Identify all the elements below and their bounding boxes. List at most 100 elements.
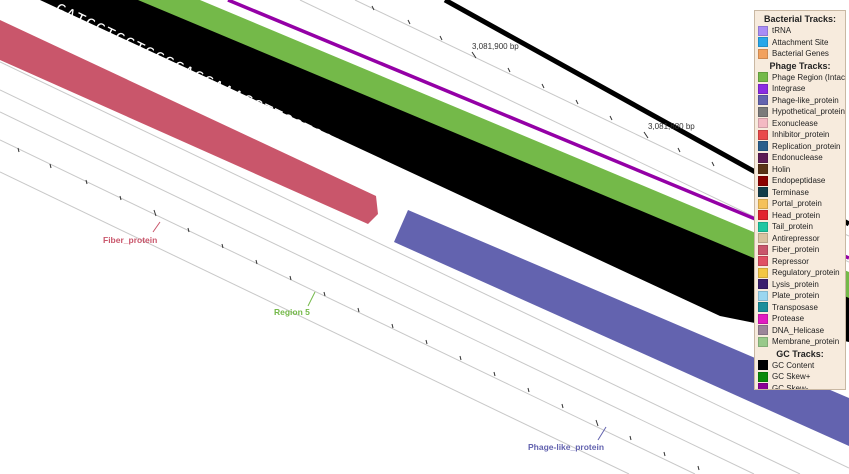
legend-item-phage[interactable]: Tail_protein xyxy=(758,221,842,233)
legend-swatch xyxy=(758,37,768,48)
axis-tick xyxy=(289,275,292,281)
axis-tick xyxy=(407,19,411,25)
legend-item-phage[interactable]: Phage Region (Intact) xyxy=(758,72,845,84)
legend-item-phage[interactable]: Regulatory_protein xyxy=(758,267,842,279)
fiber-label-connector xyxy=(152,221,161,233)
axis-tick xyxy=(425,339,428,345)
region-label[interactable]: Region 5 xyxy=(274,307,310,317)
phage-like-protein-label[interactable]: Phage-like_protein xyxy=(528,442,604,452)
legend-phage-heading: Phage Tracks: xyxy=(769,60,831,71)
legend-item-label: Fiber_protein xyxy=(772,245,820,254)
legend-swatch xyxy=(758,198,768,209)
legend-item-phage[interactable]: Hypothetical_protein xyxy=(758,106,845,118)
legend-swatch xyxy=(758,371,768,382)
legend-item-label: Replication_protein xyxy=(772,141,841,151)
axis-tick xyxy=(677,147,681,153)
axis-tick xyxy=(371,5,375,11)
legend-item-phage[interactable]: Phage-like_protein xyxy=(758,95,842,107)
legend-item-phage[interactable]: Endonuclease xyxy=(758,152,842,164)
legend-swatch xyxy=(758,152,768,163)
legend-swatch xyxy=(758,72,768,83)
legend-swatch xyxy=(758,325,768,336)
axis-tick xyxy=(609,115,613,121)
axis-tick xyxy=(527,387,530,393)
legend-item-label: Head_protein xyxy=(772,210,821,220)
legend-item-phage[interactable]: Fiber_protein xyxy=(758,244,842,256)
axis-tick xyxy=(697,465,700,471)
legend-item-label: GC Skew+ xyxy=(772,372,811,381)
legend-item-label: Exonuclease xyxy=(772,118,818,128)
legend-item-label: tRNA xyxy=(772,26,792,35)
legend-swatch xyxy=(758,141,768,152)
legend-swatch xyxy=(758,360,768,371)
gc-skew-minus-line xyxy=(227,0,849,260)
axis-tick xyxy=(255,259,258,265)
legend-item-label: Membrane_protein xyxy=(772,337,840,346)
legend-item-phage[interactable]: Membrane_protein xyxy=(758,336,842,348)
fiber-protein-label[interactable]: Fiber_protein xyxy=(103,235,157,245)
legend-item-label: Tail_protein xyxy=(772,222,813,231)
legend-item-label: GC Skew- xyxy=(772,383,809,390)
legend-item-gc[interactable]: GC Skew+ xyxy=(758,371,842,383)
legend-swatch xyxy=(758,221,768,232)
legend-item-phage[interactable]: Holin xyxy=(758,164,842,176)
legend-item-bacterial[interactable]: Attachment Site xyxy=(758,37,842,49)
axis-ticks xyxy=(17,5,715,471)
legend-swatch xyxy=(758,290,768,301)
legend-swatch xyxy=(758,256,768,267)
legend-item-phage[interactable]: Endopeptidase xyxy=(758,175,842,187)
legend-item-label: Antirepressor xyxy=(772,233,820,243)
axis-tick xyxy=(595,419,599,427)
legend-item-label: Lysis_protein xyxy=(772,279,819,289)
legend-swatch xyxy=(758,267,768,278)
legend-item-phage[interactable]: Integrase xyxy=(758,83,842,95)
legend-item-phage[interactable]: Inhibitor_protein xyxy=(758,129,842,141)
axis-tick xyxy=(507,67,511,73)
guide-line xyxy=(0,111,755,474)
legend-item-label: Phage Region (Intact) xyxy=(772,72,846,82)
fiber-protein-feature[interactable] xyxy=(0,20,378,224)
legend-swatch xyxy=(758,187,768,198)
legend-item-phage[interactable]: Portal_protein xyxy=(758,198,842,210)
legend-item-bacterial[interactable]: Bacterial Genes xyxy=(758,48,842,60)
axis-tick xyxy=(471,51,477,59)
legend-item-phage[interactable]: DNA_Helicase xyxy=(758,325,842,337)
axis-tick xyxy=(561,403,564,409)
legend-swatch xyxy=(758,129,768,140)
legend-swatch xyxy=(758,83,768,94)
legend-item-gc[interactable]: GC Skew- xyxy=(758,383,842,390)
axis-tick xyxy=(153,209,157,217)
legend-swatch xyxy=(758,106,768,117)
legend-item-label: Terminase xyxy=(772,187,809,197)
legend-item-phage[interactable]: Terminase xyxy=(758,187,842,199)
legend-item-phage[interactable]: Plate_protein xyxy=(758,290,842,302)
axis-tick xyxy=(17,147,20,153)
axis-tick xyxy=(439,35,443,41)
legend-item-phage[interactable]: Protease xyxy=(758,313,842,325)
legend-item-gc[interactable]: GC Content xyxy=(758,360,842,372)
legend-item-phage[interactable]: Antirepressor xyxy=(758,233,842,245)
axis-tick xyxy=(643,131,649,139)
guide-line xyxy=(0,139,696,474)
legend-item-phage[interactable]: Replication_protein xyxy=(758,141,842,153)
legend-item-label: Transposase xyxy=(772,302,818,312)
legend-swatch xyxy=(758,279,768,290)
legend-item-phage[interactable]: Exonuclease xyxy=(758,118,842,130)
legend-item-label: Inhibitor_protein xyxy=(772,130,830,139)
phage-like-protein-feature[interactable] xyxy=(394,210,849,446)
legend-item-phage[interactable]: Lysis_protein xyxy=(758,279,842,291)
guide-line xyxy=(0,171,630,474)
legend-item-label: Regulatory_protein xyxy=(772,268,840,277)
legend-swatch xyxy=(758,313,768,324)
legend-item-phage[interactable]: Transposase xyxy=(758,302,842,314)
legend-item-phage[interactable]: Repressor xyxy=(758,256,842,268)
legend-item-phage[interactable]: Head_protein xyxy=(758,210,842,222)
legend-item-bacterial[interactable]: tRNA xyxy=(758,25,842,37)
legend-swatch xyxy=(758,244,768,255)
axis-tick xyxy=(187,227,190,233)
